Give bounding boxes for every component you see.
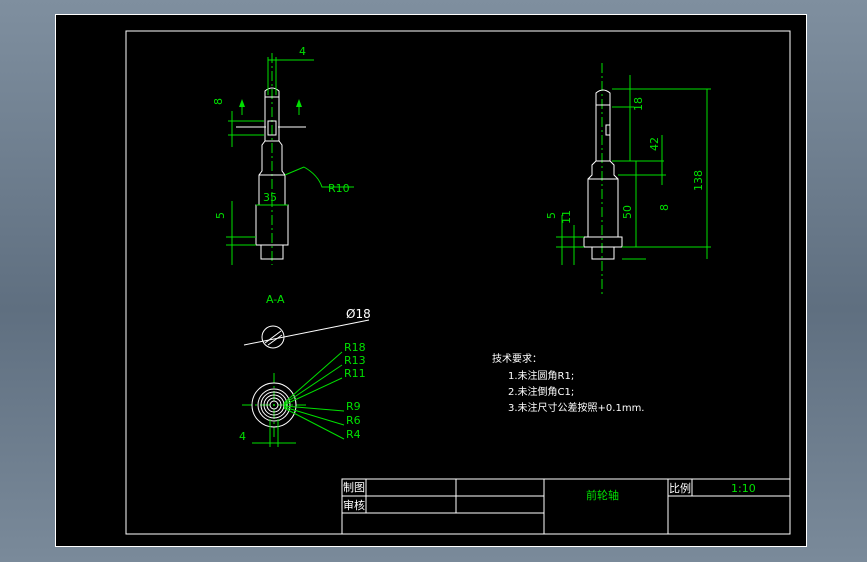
right-collar bbox=[583, 236, 623, 248]
drawn-label: 制图 bbox=[343, 481, 365, 494]
pin-body bbox=[264, 96, 280, 142]
dim-11: 11 bbox=[560, 210, 573, 224]
note-3: 3.未注尺寸公差按照+0.1mm. bbox=[508, 401, 644, 414]
diameter-leader bbox=[243, 319, 370, 346]
right-view: 18 42 8 50 138 5 11 bbox=[545, 63, 711, 295]
scale-label: 比例 bbox=[669, 481, 691, 495]
note-1: 1.未注圆角R1; bbox=[508, 369, 574, 382]
radius-r9: R9 bbox=[346, 400, 361, 413]
left-shaft-view: 4 8 35 R10 5 A-A bbox=[212, 45, 354, 306]
dim-diameter: Ø18 bbox=[346, 307, 371, 321]
circle-r18 bbox=[251, 382, 297, 428]
note-2: 2.未注倒角C1; bbox=[508, 385, 574, 398]
dim-8: 8 bbox=[658, 204, 671, 211]
radius-leader bbox=[284, 166, 354, 188]
radius-r4: R4 bbox=[346, 428, 361, 441]
circle-r11 bbox=[260, 391, 288, 419]
bottom-stub bbox=[260, 244, 284, 260]
section-arrow-right bbox=[296, 99, 302, 107]
dim-50: 50 bbox=[621, 205, 634, 219]
technical-notes: 技术要求： 1.未注圆角R1; 2.未注倒角C1; 3.未注尺寸公差按照+0.1… bbox=[492, 352, 644, 414]
cad-drawing: 4 8 35 R10 5 A-A Ø18 bbox=[125, 30, 791, 535]
left-profile bbox=[258, 140, 266, 205]
circle-r4 bbox=[269, 400, 279, 410]
title-block: 制图 审核 前轮轴 比例 1:10 bbox=[341, 478, 791, 535]
bottom-view: R18 R13 R11 R9 R6 R4 4 bbox=[239, 341, 366, 447]
pin-top bbox=[264, 87, 280, 97]
inner-border bbox=[125, 30, 791, 535]
checked-label: 审核 bbox=[343, 498, 365, 512]
scale-value: 1:10 bbox=[731, 482, 756, 495]
dim-radius: R10 bbox=[328, 182, 350, 195]
right-stub bbox=[591, 246, 615, 260]
radius-r18: R18 bbox=[344, 341, 366, 354]
dim-bottom: 5 bbox=[214, 212, 227, 219]
dim-138: 138 bbox=[692, 170, 705, 191]
section-arrow-left bbox=[239, 99, 245, 107]
notes-title: 技术要求： bbox=[492, 352, 542, 365]
dim-width: 4 bbox=[239, 430, 246, 443]
cross-hole bbox=[267, 120, 277, 136]
radius-r6: R6 bbox=[346, 414, 361, 427]
part-name: 前轮轴 bbox=[586, 488, 619, 502]
drawing-sheet: 4 8 35 R10 5 A-A Ø18 bbox=[55, 14, 807, 547]
dim-left: 8 bbox=[212, 98, 225, 105]
circle-r6 bbox=[266, 397, 282, 413]
right-left-profile bbox=[587, 160, 597, 237]
right-profile bbox=[278, 140, 286, 205]
right-right-profile bbox=[609, 160, 619, 237]
section-label: A-A bbox=[266, 293, 285, 306]
circle-r13 bbox=[257, 388, 291, 422]
dim-18: 18 bbox=[632, 97, 645, 111]
right-pin-top bbox=[595, 89, 611, 105]
dim-5: 5 bbox=[545, 212, 558, 219]
right-pin-body bbox=[595, 104, 611, 162]
radius-r11: R11 bbox=[344, 367, 366, 380]
dim-top: 4 bbox=[299, 45, 306, 58]
dim-mid: 35 bbox=[263, 191, 277, 204]
dim-42: 42 bbox=[648, 137, 661, 151]
section-view: Ø18 bbox=[243, 307, 371, 349]
radius-r13: R13 bbox=[344, 354, 366, 367]
